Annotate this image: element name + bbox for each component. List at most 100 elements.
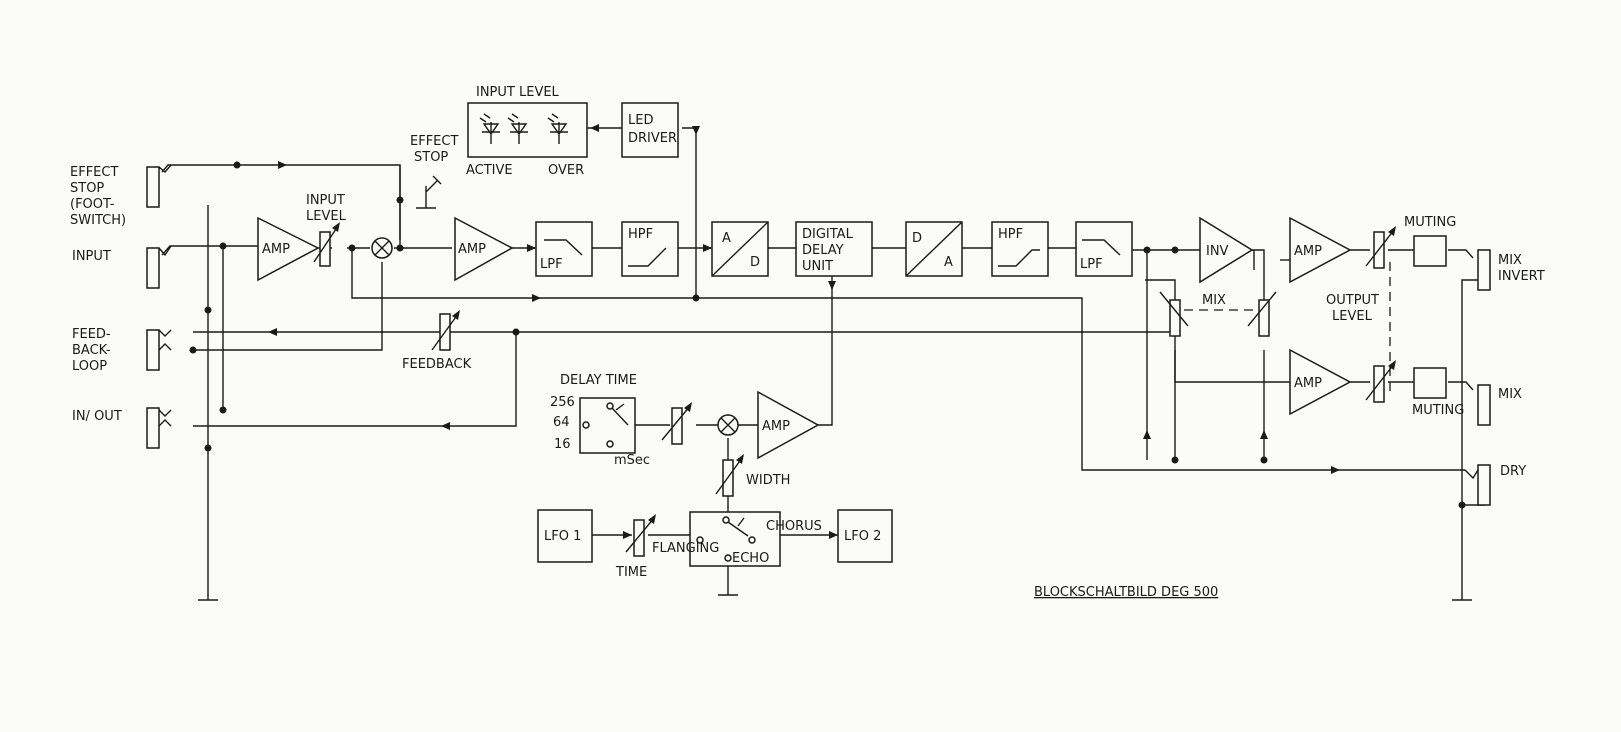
diagram-label: STOP	[70, 181, 104, 196]
jack-in-out: IN/ OUT	[72, 407, 172, 449]
diagram-label: LEVEL	[306, 209, 347, 224]
lfo-2: LFO 2	[837, 509, 893, 563]
mode-switch: FLANGING CHORUS ECHO	[652, 511, 822, 567]
a-d-converter: A D	[711, 221, 769, 277]
diagram-label: INV	[1206, 244, 1229, 259]
diagram-label: A	[944, 255, 953, 270]
mix-pots: MIX	[1159, 291, 1277, 337]
width-pot: WIDTH	[715, 454, 790, 497]
diagram-label: LFO 2	[844, 529, 881, 544]
diagram-label: WIDTH	[746, 473, 790, 488]
diagram-label: FEEDBACK	[402, 357, 472, 372]
digital-delay-unit: DIGITAL DELAY UNIT	[795, 221, 873, 277]
diagram-label: MIX	[1202, 293, 1226, 308]
diagram-label: MIX	[1498, 253, 1522, 268]
diagram-label: LPF	[540, 257, 563, 272]
hpf-2: HPF	[991, 221, 1049, 277]
diagram-label: LOOP	[72, 359, 107, 374]
lpf-1: LPF	[535, 221, 593, 277]
lfo-1: LFO 1	[537, 509, 593, 563]
jack-input: INPUT	[72, 245, 172, 289]
diagram-label: EFFECT	[410, 134, 458, 149]
led-driver: LED DRIVER	[621, 102, 679, 158]
amp-2: AMP	[454, 216, 514, 282]
diagram-label: (FOOT-	[70, 197, 115, 212]
input-amp: AMP	[257, 216, 320, 282]
output-level-label: OUTPUT LEVEL	[1326, 262, 1391, 396]
diagram-label: EFFECT	[70, 165, 118, 180]
input-level-pot: INPUT LEVEL	[306, 193, 347, 267]
diagram-label: DRIVER	[628, 131, 677, 146]
diagram-label: LFO 1	[544, 529, 581, 544]
diagram-label: MIX	[1498, 387, 1522, 402]
diagram-label: 256	[550, 395, 575, 410]
diagram-label: INPUT	[72, 249, 111, 264]
delay-time-pot	[661, 402, 692, 445]
muting-lower: MUTING	[1412, 367, 1464, 418]
inverter: INV	[1199, 216, 1254, 284]
diagram-label: INPUT	[306, 193, 345, 208]
diagram-label: MUTING	[1404, 215, 1456, 230]
jack-mix: MIX	[1477, 384, 1522, 426]
diagram-label: TIME	[615, 565, 647, 580]
diagram-label: 64	[553, 415, 570, 430]
effect-stop-switch: EFFECT STOP	[410, 134, 458, 209]
summing-junction	[371, 237, 393, 259]
diagram-label: INVERT	[1498, 269, 1545, 284]
diagram-label: MUTING	[1412, 403, 1464, 418]
diagram-label: DELAY	[802, 243, 844, 258]
diagram-label: AMP	[1294, 376, 1322, 391]
diagram-label: mSec	[614, 453, 650, 468]
hpf-1: HPF	[621, 221, 679, 277]
time-pot: TIME	[615, 514, 656, 580]
output-level-pot-top	[1365, 226, 1396, 269]
diagram-label: INPUT LEVEL	[476, 85, 560, 100]
diagram-label: HPF	[998, 227, 1023, 242]
diagram-label: 16	[554, 437, 571, 452]
jack-dry: DRY	[1464, 464, 1526, 506]
signal-wires	[161, 127, 1485, 601]
diagram-label: STOP	[414, 150, 448, 165]
muting-top: MUTING	[1404, 215, 1456, 267]
jack-effect-stop: EFFECT STOP (FOOT- SWITCH)	[70, 164, 172, 228]
diagram-title: BLOCKSCHALTBILD DEG 500	[1034, 585, 1218, 600]
lpf-2: LPF	[1075, 221, 1133, 277]
diagram-label: D	[912, 231, 922, 246]
diagram-label: OVER	[548, 163, 584, 178]
modulation-mixer	[717, 414, 739, 436]
diagram-label: DRY	[1500, 464, 1526, 479]
diagram-label: AMP	[262, 242, 290, 257]
delay-amp: AMP	[757, 390, 820, 460]
delay-time-switch: DELAY TIME 256 64 16 mSec	[550, 373, 650, 468]
feedback-pot: FEEDBACK	[402, 310, 472, 372]
arrowheads	[268, 124, 1340, 539]
diagram-label: HPF	[628, 227, 653, 242]
jack-feedback-loop: FEED- BACK- LOOP	[72, 327, 172, 374]
d-a-converter: D A	[905, 221, 963, 277]
output-level-pot-lower	[1365, 360, 1396, 403]
diagram-label: DIGITAL	[802, 227, 854, 242]
diagram-label: IN/ OUT	[72, 409, 122, 424]
diagram-label: BACK-	[72, 343, 111, 358]
diagram-label: OUTPUT	[1326, 293, 1379, 308]
jack-mix-invert: MIX INVERT	[1477, 249, 1545, 291]
diagram-label: A	[722, 231, 731, 246]
diagram-label: D	[750, 255, 760, 270]
diagram-label: SWITCH)	[70, 213, 126, 228]
diagram-label: ACTIVE	[466, 163, 513, 178]
diagram-label: LED	[628, 113, 653, 128]
diagram-label: LEVEL	[1332, 309, 1373, 324]
diagram-label: UNIT	[802, 259, 833, 274]
diagram-label: ECHO	[732, 551, 769, 566]
input-level-meter: INPUT LEVEL ACTIVE OVER	[466, 85, 588, 178]
diagram-label: FEED-	[72, 327, 111, 342]
diagram-label: LPF	[1080, 257, 1103, 272]
diagram-label: CHORUS	[766, 519, 822, 534]
output-amp-lower: AMP	[1289, 348, 1352, 416]
output-amp-top: AMP	[1289, 216, 1352, 284]
diagram-label: AMP	[762, 419, 790, 434]
diagram-label: FLANGING	[652, 541, 719, 556]
diagram-label: DELAY TIME	[560, 373, 637, 388]
diagram-label: AMP	[458, 242, 486, 257]
